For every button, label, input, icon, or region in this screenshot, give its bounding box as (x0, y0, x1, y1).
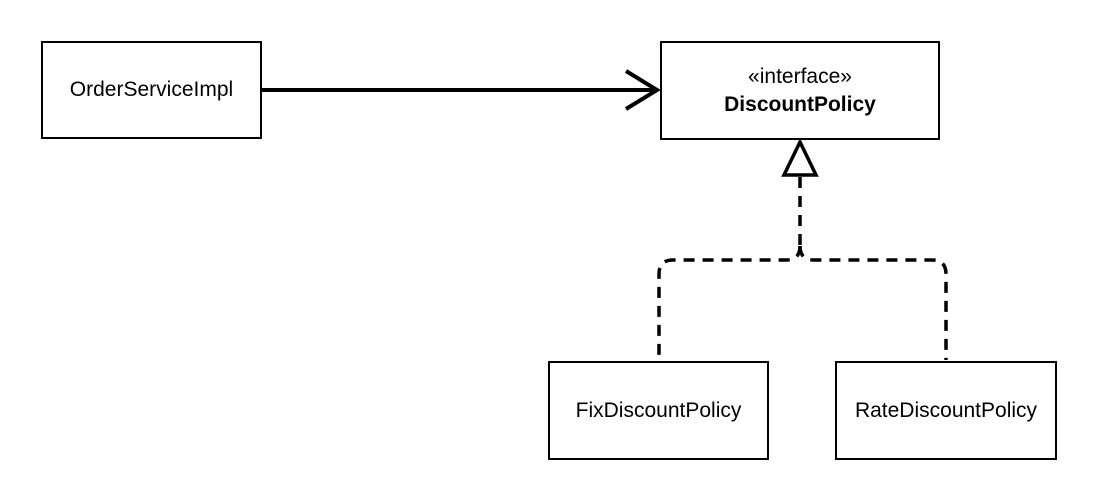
interface-node-discount-policy: «interface» DiscountPolicy (660, 41, 940, 140)
class-node-order-service-impl: OrderServiceImpl (41, 41, 262, 139)
interface-name-label: DiscountPolicy (724, 92, 876, 116)
class-node-rate-discount-policy: RateDiscountPolicy (835, 361, 1057, 460)
realization-edge-rate-discount-policy (798, 245, 948, 360)
class-name-label: RateDiscountPolicy (854, 398, 1038, 422)
realization-triangle-arrowhead (781, 137, 819, 177)
stereotype-label: «interface» (748, 64, 852, 88)
dependency-arrow (261, 69, 661, 111)
realization-edge-fix-discount-policy (657, 245, 802, 360)
class-name-label: OrderServiceImpl (69, 78, 234, 101)
class-name-label: FixDiscountPolicy (575, 398, 742, 422)
class-node-fix-discount-policy: FixDiscountPolicy (548, 361, 769, 460)
